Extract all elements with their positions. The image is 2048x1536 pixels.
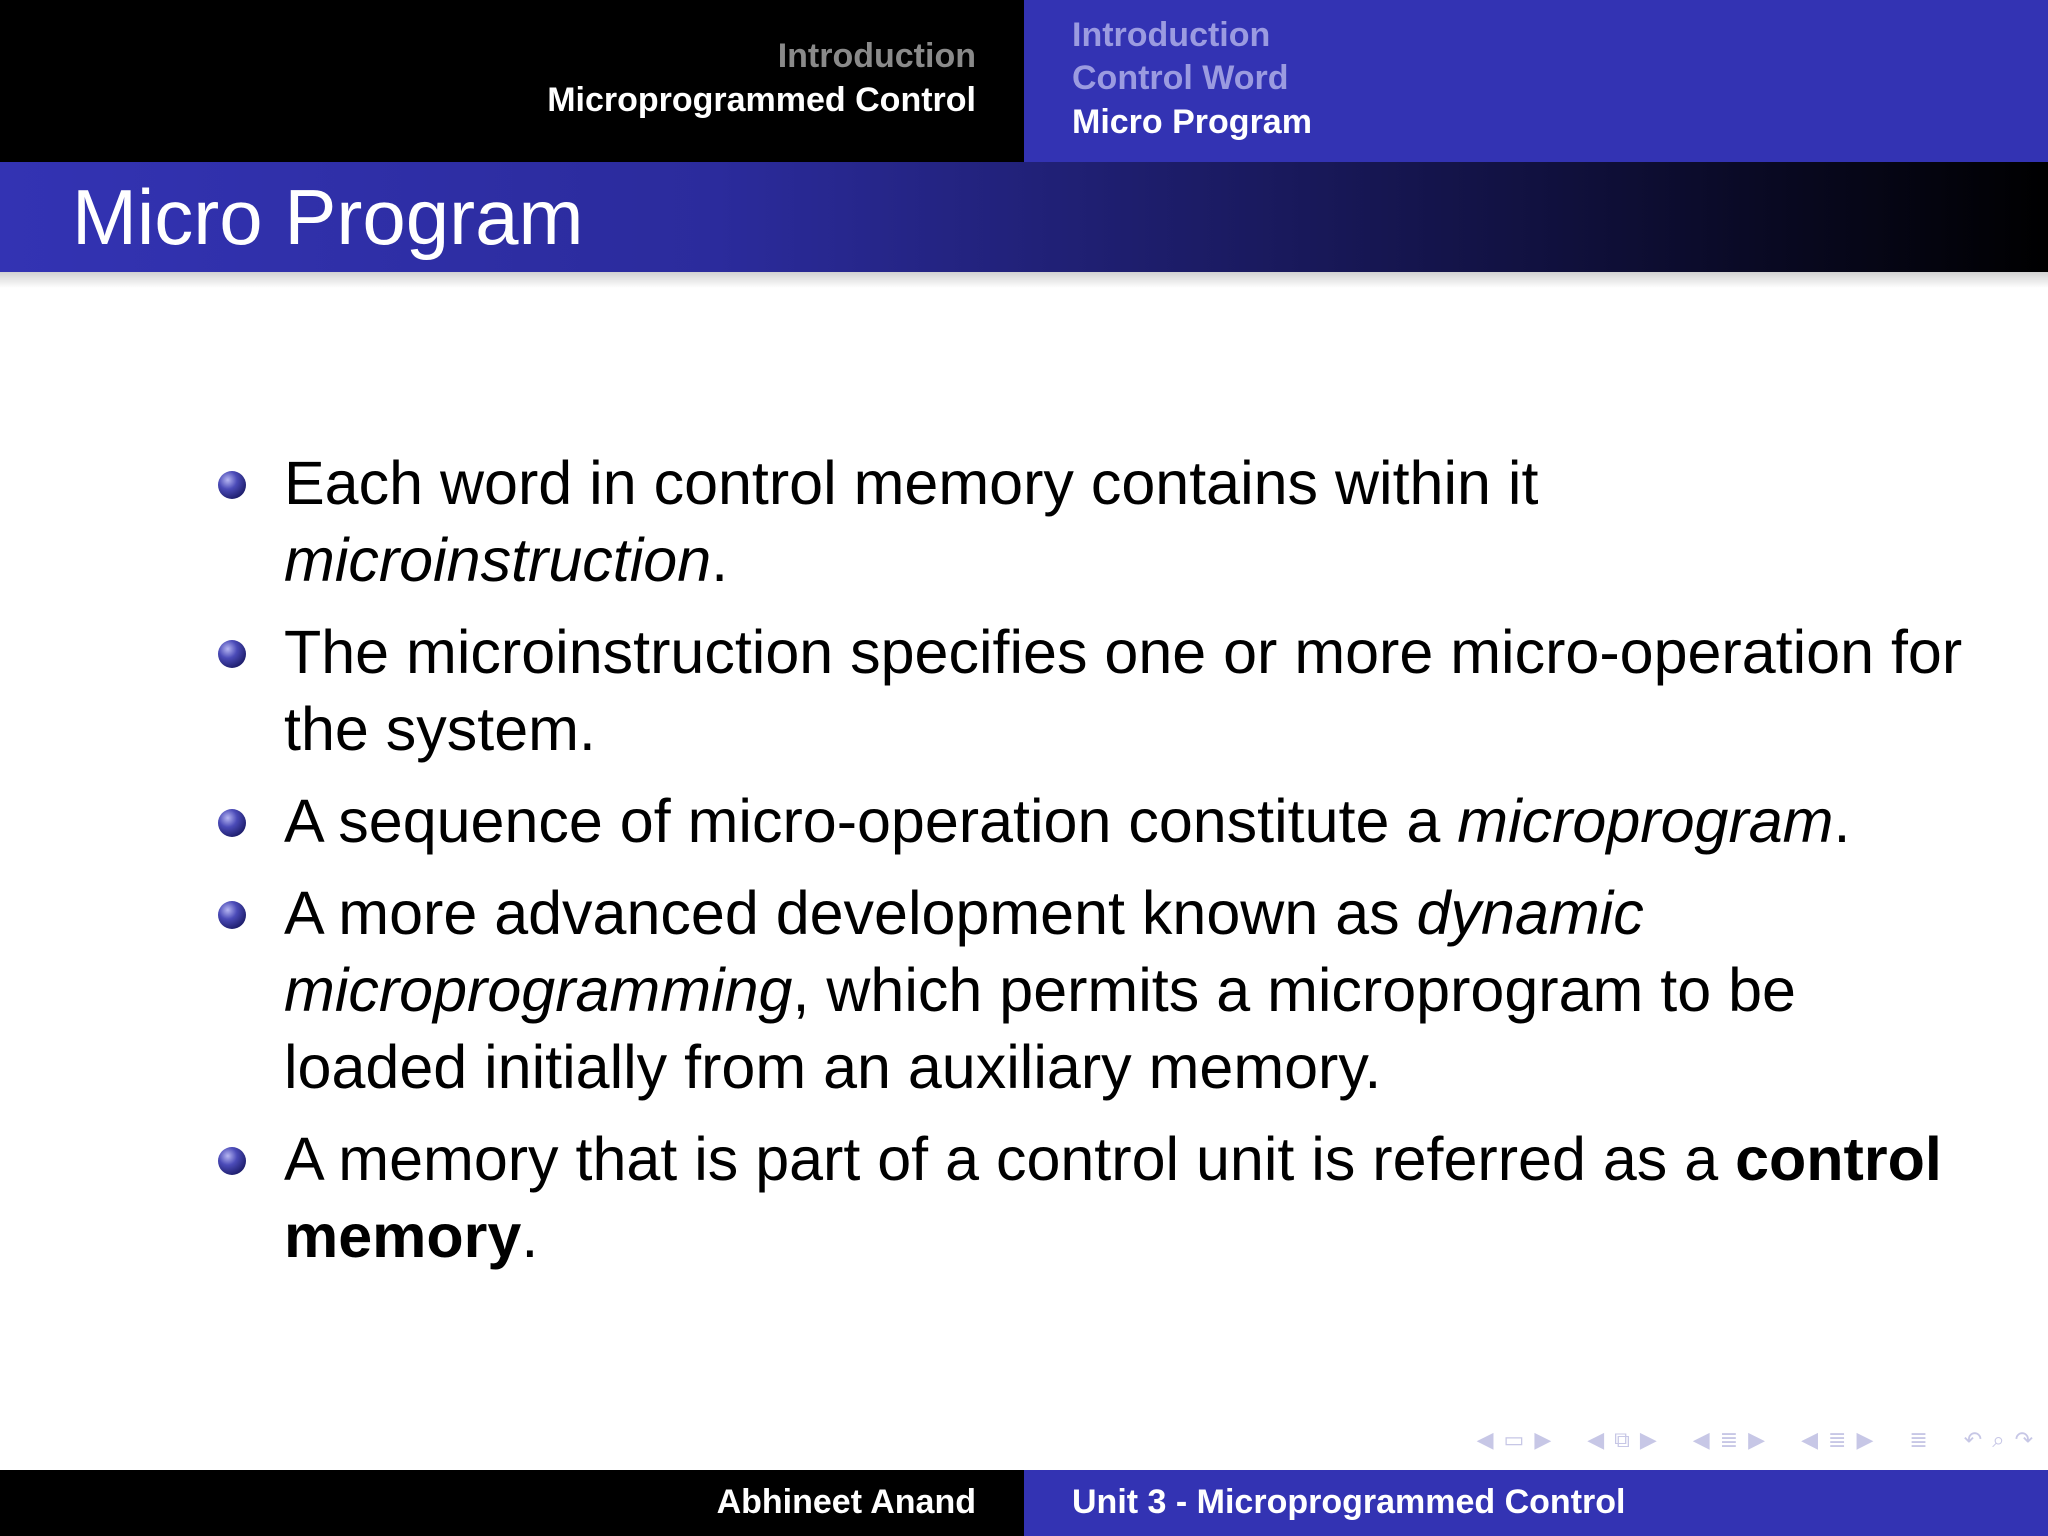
title-shadow	[0, 272, 2048, 288]
page-title: Micro Program	[72, 173, 584, 261]
bullet-text: A more advanced development known as	[284, 879, 1417, 947]
strong-term: control memory	[284, 1125, 1942, 1270]
emphasis-term: microprogram	[1457, 787, 1834, 855]
list-item: The microinstruction specifies one or mo…	[212, 614, 1972, 768]
next-slide-icon[interactable]: ▶	[1534, 1427, 1552, 1452]
footer-author: Abhineet Anand	[716, 1483, 976, 1521]
footer-title: Unit 3 - Microprogrammed Control	[1072, 1483, 1626, 1521]
prev-frame-icon[interactable]: ◀	[1587, 1427, 1605, 1452]
bullet-ball-icon	[218, 1147, 246, 1175]
footer-title-panel: Unit 3 - Microprogrammed Control	[1024, 1470, 2048, 1536]
bullet-list: Each word in control memory contains wit…	[212, 445, 1972, 1290]
next-frame-icon[interactable]: ▶	[1639, 1427, 1657, 1452]
footer-author-panel: Abhineet Anand	[0, 1470, 1024, 1536]
header-section-panel: Introduction Microprogrammed Control	[0, 0, 1024, 162]
prev-slide-icon[interactable]: ◀	[1476, 1427, 1494, 1452]
list-item: A sequence of micro-operation constitute…	[212, 783, 1972, 860]
bullet-text: .	[711, 526, 729, 594]
list-item: Each word in control memory contains wit…	[212, 445, 1972, 599]
bullet-text: A sequence of micro-operation constitute…	[284, 787, 1458, 855]
nav-subsection-control-word[interactable]: Control Word	[1072, 59, 1289, 97]
emphasis-term: dynamic microprogramming	[284, 879, 1644, 1024]
nav-subsection-micro-program[interactable]: Micro Program	[1072, 103, 1312, 141]
bullet-ball-icon	[218, 471, 246, 499]
frame-icon[interactable]: ⧉	[1614, 1427, 1630, 1452]
list-item: A more advanced development known as dyn…	[212, 875, 1972, 1106]
redo-icon[interactable]: ↷	[2014, 1427, 2033, 1452]
toc-icon[interactable]: ≣	[1909, 1427, 1928, 1452]
section-icon[interactable]: ≣	[1828, 1427, 1847, 1452]
header-subsection-panel: Introduction Control Word Micro Program	[1024, 0, 2048, 162]
nav-subsection-introduction[interactable]: Introduction	[1072, 16, 1271, 54]
next-subsection-icon[interactable]: ▶	[1748, 1427, 1766, 1452]
undo-icon[interactable]: ↶	[1963, 1427, 1983, 1452]
frame-title-bar: Micro Program	[0, 162, 2048, 272]
nav-section-microprogrammed-control[interactable]: Microprogrammed Control	[547, 81, 976, 119]
prev-subsection-icon[interactable]: ◀	[1692, 1427, 1710, 1452]
emphasis-term: microinstruction	[284, 526, 712, 594]
bullet-text: , which permits a microprogram to be loa…	[284, 956, 1796, 1101]
bullet-text: A memory that is part of a control unit …	[284, 1125, 1736, 1193]
bullet-text: The microinstruction specifies one or mo…	[284, 618, 1963, 763]
bullet-text: .	[521, 1202, 539, 1270]
bullet-ball-icon	[218, 809, 246, 837]
search-icon[interactable]: ⌕	[1992, 1427, 2005, 1452]
slide-icon[interactable]: ▭	[1503, 1427, 1525, 1452]
next-section-icon[interactable]: ▶	[1856, 1427, 1874, 1452]
bullet-ball-icon	[218, 640, 246, 668]
subsection-icon[interactable]: ≣	[1719, 1427, 1739, 1452]
prev-section-icon[interactable]: ◀	[1801, 1427, 1818, 1452]
bullet-text: .	[1833, 787, 1851, 855]
navigation-symbols: ◀ ▭ ▶ ◀ ⧉ ▶ ◀ ≣ ▶ ◀ ≣ ▶ ≣ ↶ ⌕ ↷	[1472, 1420, 2038, 1460]
bullet-text: Each word in control memory contains wit…	[284, 449, 1539, 517]
nav-section-introduction[interactable]: Introduction	[777, 37, 976, 75]
list-item: A memory that is part of a control unit …	[212, 1121, 1972, 1275]
bullet-ball-icon	[218, 901, 246, 929]
